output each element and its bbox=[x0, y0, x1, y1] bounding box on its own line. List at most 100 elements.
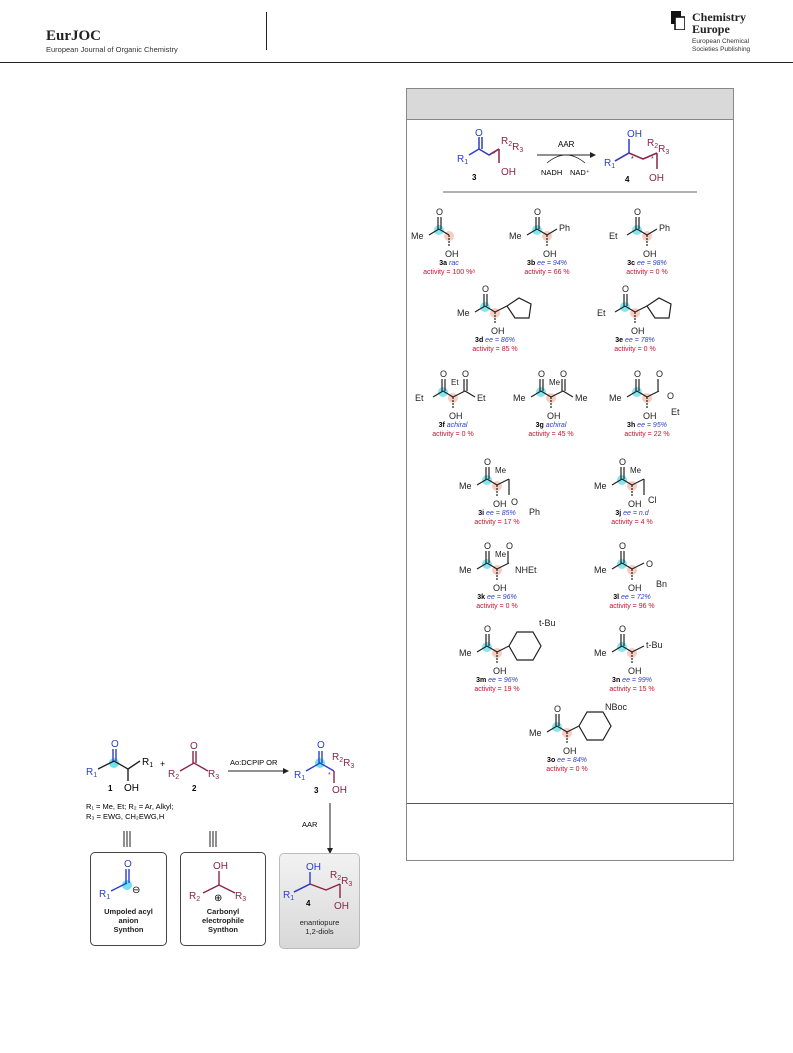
journal-fullname: European Journal of Organic Chemistry bbox=[46, 45, 178, 54]
synthon-equivalence-lines bbox=[123, 831, 217, 847]
atom-label: O bbox=[634, 369, 641, 379]
atom-label: Et bbox=[597, 308, 606, 318]
activity-label: activity = 15 % bbox=[609, 686, 654, 693]
svg-text:2: 2 bbox=[192, 784, 197, 793]
atom-label: OH bbox=[449, 411, 463, 421]
atom-label: OH bbox=[643, 411, 657, 421]
atom-label: Ph bbox=[529, 507, 540, 517]
r1-label: R1 bbox=[457, 154, 468, 166]
atom-label: O bbox=[554, 704, 561, 714]
substrate-label: 3k ee = 96% bbox=[477, 594, 517, 601]
atom-label: Me bbox=[609, 393, 622, 403]
atom-label: OH bbox=[445, 249, 459, 259]
atom-label: Me bbox=[630, 466, 642, 475]
atom-label: Me bbox=[594, 648, 607, 658]
main-reaction: O R1 R2R3 * OH 3 AAR NADH NAD⁺ OH R1 bbox=[457, 128, 669, 184]
compound-number: 3 bbox=[472, 173, 477, 182]
svg-text:OH: OH bbox=[213, 861, 228, 872]
hydroxyl-label: OH bbox=[501, 167, 516, 178]
atom-label: O bbox=[482, 284, 489, 294]
substrate-label: 3o ee = 84% bbox=[547, 757, 587, 764]
anion-charge-icon: ⊖ bbox=[132, 885, 140, 896]
atom-label: OH bbox=[628, 583, 642, 593]
atom-label: Me bbox=[575, 393, 588, 403]
activity-label: activity = 22 % bbox=[624, 431, 669, 438]
atom-label: Bn bbox=[656, 579, 667, 589]
activity-label: activity = 19 % bbox=[474, 686, 519, 693]
svg-text:*: * bbox=[651, 156, 654, 163]
atom-label: O bbox=[622, 284, 629, 294]
substrate-label: 3m ee = 96% bbox=[476, 677, 518, 684]
atom-label: O bbox=[619, 457, 626, 467]
atom-label: Me bbox=[459, 481, 472, 491]
substituent-definition-1: R₁ = Me, Et; R₂ = Ar, Alkyl; bbox=[86, 802, 174, 811]
atom-label: O bbox=[619, 624, 626, 634]
atom-label: OH bbox=[493, 583, 507, 593]
svg-text:*: * bbox=[328, 772, 331, 779]
atom-label: O bbox=[436, 207, 443, 217]
svg-text:R3: R3 bbox=[235, 891, 246, 903]
svg-text:OH: OH bbox=[124, 783, 139, 794]
svg-text:1: 1 bbox=[108, 784, 113, 793]
carbonyl-electrophile-structure: OH R2 R3 ⊕ bbox=[189, 861, 246, 904]
activity-label: activity = 0 % bbox=[626, 269, 667, 276]
svg-text:O: O bbox=[317, 740, 325, 751]
svg-text:OH: OH bbox=[306, 862, 321, 873]
atom-label: O bbox=[484, 541, 491, 551]
svg-text:3: 3 bbox=[314, 786, 319, 795]
atom-label: NBoc bbox=[605, 702, 628, 712]
atom-label: OH bbox=[543, 249, 557, 259]
journal-title: EurJOC bbox=[46, 28, 102, 44]
diol-product-structure: OH R1 R2R3 OH 4 bbox=[283, 862, 352, 912]
enzyme-label: AAR bbox=[302, 820, 318, 829]
publisher-brand: Chemistry Europe bbox=[692, 10, 746, 36]
atom-label: Et bbox=[671, 407, 680, 417]
plus-sign: + bbox=[160, 759, 165, 769]
atom-label: Me bbox=[509, 231, 522, 241]
atom-label: O bbox=[656, 369, 663, 379]
substrate-scope-figure: O R1 R2R3 * OH 3 AAR NADH NAD⁺ OH R1 bbox=[406, 88, 734, 861]
header-divider bbox=[266, 12, 267, 50]
acyl-anion-synthon-box: O R1 ⊖ Umpoled acyl anion Synthon bbox=[90, 852, 167, 946]
hydroxyl-label: OH bbox=[649, 173, 664, 184]
activity-label: activity = 85 % bbox=[472, 346, 517, 353]
substrate-label: 3b ee = 94% bbox=[527, 260, 567, 267]
atom-label: Ph bbox=[559, 223, 570, 233]
cation-charge-icon: ⊕ bbox=[214, 893, 222, 904]
atom-label: t-Bu bbox=[539, 618, 556, 628]
atom-label: Me bbox=[594, 481, 607, 491]
atom-label: Et bbox=[609, 231, 618, 241]
activity-label: activity = 96 % bbox=[609, 603, 654, 610]
figure-caption-bar bbox=[407, 89, 733, 120]
svg-text:O: O bbox=[124, 859, 132, 870]
compound-1: O R1 OH R1 1 bbox=[86, 739, 153, 794]
substrate-label: 3e ee = 78% bbox=[615, 337, 655, 344]
enzyme-label: AAR bbox=[558, 140, 575, 149]
carbonyl-electrophile-synthon-box: OH R2 R3 ⊕ Carbonyl electrophile Synthon bbox=[180, 852, 266, 946]
atom-label: O bbox=[538, 369, 545, 379]
svg-text:R1: R1 bbox=[99, 889, 110, 901]
svg-text:*: * bbox=[493, 151, 496, 158]
hydroxyl-label: OH bbox=[627, 129, 642, 140]
atom-label: O bbox=[560, 369, 567, 379]
enantiopure-diol-box: OH R1 R2R3 OH 4 enantiopure 1,2-diols bbox=[279, 853, 360, 949]
cofactor-nadh: NADH bbox=[541, 168, 562, 177]
compound-number: 4 bbox=[625, 175, 630, 184]
atom-label: Me bbox=[495, 466, 507, 475]
atom-label: Cl bbox=[648, 495, 657, 505]
cofactor-nad: NAD⁺ bbox=[570, 168, 590, 177]
atom-label: OH bbox=[491, 326, 505, 336]
atom-label: O bbox=[634, 207, 641, 217]
atom-label: Me bbox=[594, 565, 607, 575]
